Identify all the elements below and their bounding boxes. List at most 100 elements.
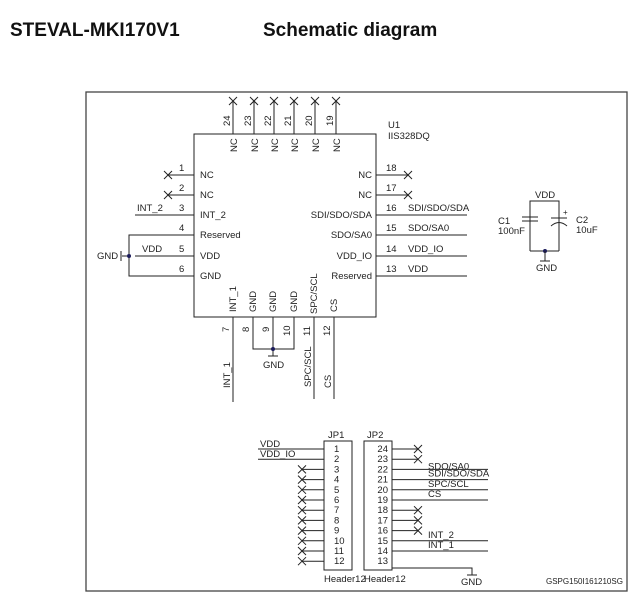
pin-name: NC <box>358 170 372 181</box>
jp1-type: Header12 <box>324 574 366 585</box>
no-connect-x-icon <box>297 546 307 556</box>
no-connect-x-icon <box>413 526 423 535</box>
pin-name: GND <box>268 291 279 312</box>
pin-number: 12 <box>322 325 333 336</box>
u1-bottom-gnd-net: GND <box>252 317 295 371</box>
u1-left-gnd-net: GND <box>97 234 194 277</box>
pin-number: 15 <box>386 223 397 234</box>
no-connect-x-icon <box>297 516 307 525</box>
pin-number: 3 <box>334 464 339 475</box>
u1-pin: 9 GND <box>261 291 279 332</box>
net-label: SDO/SA0 <box>428 461 469 472</box>
no-connect-x-icon <box>289 96 299 106</box>
pin-name: SPC/SCL <box>309 273 320 314</box>
jp2-pin: 23 <box>377 454 423 465</box>
jp2-type: Header12 <box>364 574 406 585</box>
jp1-pin: 5 <box>297 485 339 496</box>
jp1-pin: 3 <box>297 464 339 475</box>
pin-number: 13 <box>386 264 397 275</box>
pin-number: 20 <box>304 115 315 126</box>
no-connect-x-icon <box>297 465 307 474</box>
u1-bottom-pins: 7INT_1INT_18GND9GND10GND11SPC/SCLSPC/SCL… <box>221 273 340 402</box>
jp1-pin: 7 <box>297 505 339 516</box>
pin-number: 24 <box>377 444 388 455</box>
pin-number: 15 <box>377 536 388 547</box>
no-connect-x-icon <box>163 170 173 180</box>
no-connect-x-icon <box>331 96 341 106</box>
pin-number: 24 <box>222 115 233 126</box>
pin-number: 9 <box>261 327 272 332</box>
net-label: CS <box>323 375 334 388</box>
net-label: SPC/SCL <box>303 346 314 387</box>
no-connect-x-icon <box>297 495 307 505</box>
jp2-pin: 24 <box>377 444 423 455</box>
no-connect-x-icon <box>297 536 307 546</box>
u1-body <box>193 133 377 318</box>
pin-number: 7 <box>334 505 339 516</box>
pin-number: 4 <box>179 223 184 234</box>
pin-number: 21 <box>377 475 388 486</box>
pin-name: VDD_IO <box>337 251 372 262</box>
net-label: INT_2 <box>137 203 163 214</box>
pin-name: INT_2 <box>200 210 226 221</box>
pin-name: NC <box>311 138 322 152</box>
pin-name: NC <box>229 138 240 152</box>
c1-ref: C1 <box>498 216 510 227</box>
pin-number: 20 <box>377 485 388 496</box>
c1-value: 100nF <box>498 226 525 237</box>
jp1-pin: 8 <box>297 515 339 526</box>
pin-name: NC <box>358 190 372 201</box>
no-connect-x-icon <box>297 485 307 495</box>
c2-ref: C2 <box>576 215 588 226</box>
pin-name: CS <box>329 299 340 312</box>
pin-number: 12 <box>334 556 345 567</box>
pin-number: 1 <box>179 163 184 174</box>
pin-number: 18 <box>377 505 388 516</box>
junction-dot <box>271 347 275 351</box>
u1-ic: U1 IIS328DQ 1NC2NC3INT_2INT_24Reserved5V… <box>129 96 470 402</box>
no-connect-x-icon <box>297 526 307 535</box>
jp1-pin: 6 <box>297 495 339 506</box>
pin-name: NC <box>250 138 261 152</box>
pin-number: 8 <box>241 327 252 332</box>
caps-vdd-label: VDD <box>535 190 555 201</box>
pin-number: 11 <box>334 546 344 557</box>
pin-number: 6 <box>334 495 339 506</box>
pin-number: 4 <box>334 475 339 486</box>
net-label: INT_1 <box>428 540 454 551</box>
no-connect-x-icon <box>310 96 320 106</box>
pin-name: NC <box>270 138 281 152</box>
jp1-pin: 12 <box>297 556 345 567</box>
pin-number: 5 <box>334 485 339 496</box>
no-connect-x-icon <box>163 190 173 200</box>
pin-number: 17 <box>377 515 388 526</box>
jp2-body <box>363 440 393 571</box>
no-connect-x-icon <box>269 96 279 106</box>
jp2-ref: JP2 <box>367 430 383 441</box>
pin-number: 19 <box>325 115 336 126</box>
pin-number: 8 <box>334 515 339 526</box>
c2-polarity-mark: + <box>563 208 568 217</box>
pin-name: NC <box>290 138 301 152</box>
pin-name: GND <box>200 271 221 282</box>
no-connect-x-icon <box>297 475 307 484</box>
net-label: VDD <box>260 439 280 450</box>
pin-number: 22 <box>377 464 388 475</box>
net-label: SDO/SA0 <box>408 223 449 234</box>
